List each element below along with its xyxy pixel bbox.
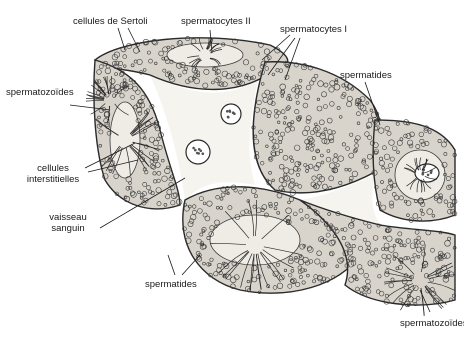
leader-spermatides-bottom-a — [168, 255, 175, 275]
blood-cell — [196, 152, 199, 155]
label-interstitielles-line1: cellules — [16, 163, 90, 174]
label-spermatocytes-1: spermatocytes I — [280, 24, 347, 35]
label-spermatides-right: spermatides — [340, 70, 392, 81]
blood-cell — [229, 110, 232, 113]
blood-cell — [202, 152, 205, 155]
label-cellules-interstitielles: cellules interstitielles — [16, 163, 90, 185]
label-interstitielles-line2: interstitielles — [16, 174, 90, 185]
label-spermatides-bottom: spermatides — [145, 279, 197, 290]
label-vaisseau-line2: sanguin — [40, 223, 96, 234]
blood-cell — [194, 149, 197, 152]
label-cellules-de-sertoli: cellules de Sertoli — [73, 16, 147, 27]
label-vaisseau-sanguin: vaisseau sanguin — [40, 212, 96, 234]
blood-cell — [192, 147, 195, 150]
blood-cell — [200, 150, 203, 153]
label-vaisseau-line1: vaisseau — [40, 212, 96, 223]
leader-spermatides-bottom-b — [182, 255, 200, 275]
blood-cell — [226, 110, 229, 113]
label-spermatozoides-bottom: spermatozoïdes — [400, 318, 464, 329]
blood-cell — [227, 116, 230, 119]
tubule-center-right — [253, 62, 382, 193]
label-spermatocytes-2: spermatocytes II — [181, 16, 251, 27]
blood-cell — [427, 174, 430, 177]
label-spermatozoides-left: spermatozoïdes — [6, 87, 74, 98]
blood-vessel-2 — [221, 104, 241, 124]
lumen-top — [167, 43, 243, 67]
blood-cell — [233, 112, 236, 115]
blood-cell — [422, 173, 425, 176]
